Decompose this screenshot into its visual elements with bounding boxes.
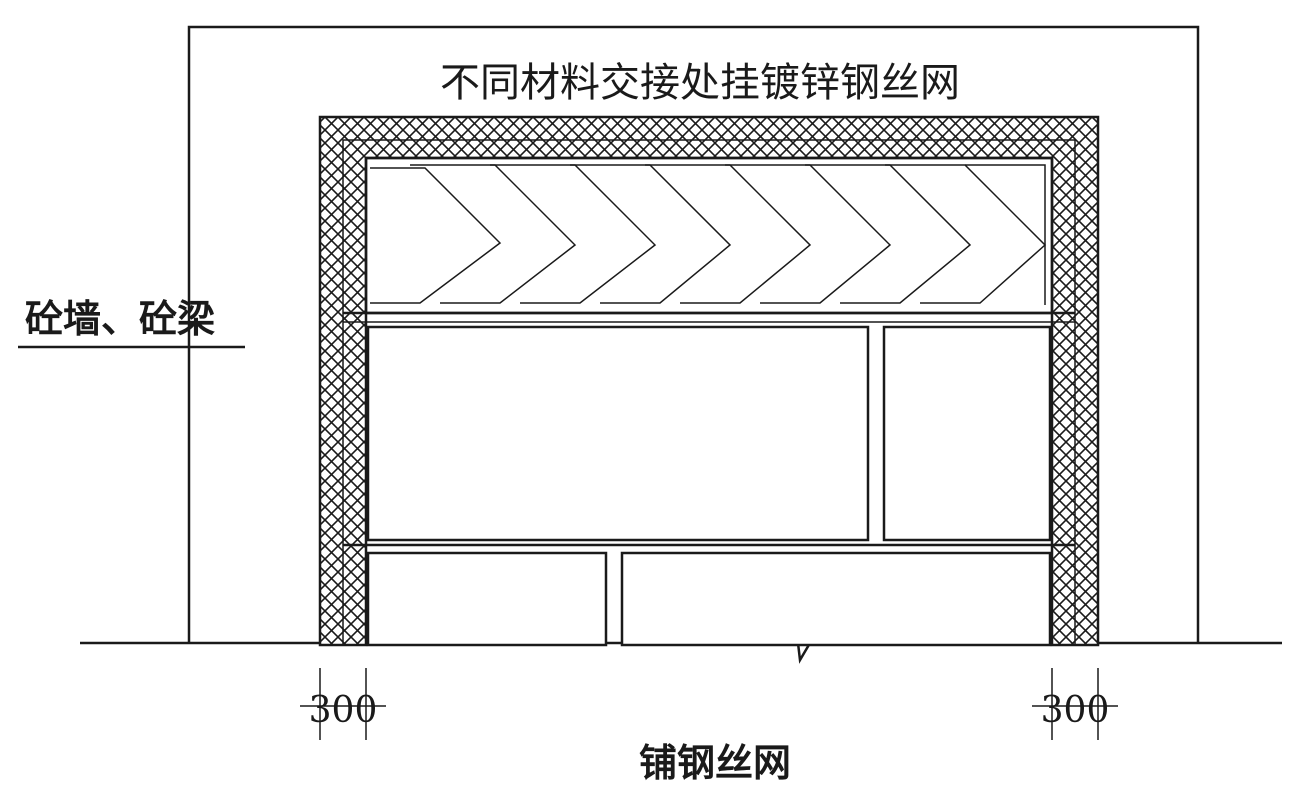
diagonal-brick-pattern: [370, 164, 1047, 305]
diagram-title: 不同材料交接处挂镀锌钢丝网: [440, 60, 960, 106]
side-label-concrete: 砼墙、砼梁: [25, 296, 215, 341]
diagonal-brick-zone: [364, 156, 1054, 315]
mesh-inner-line: [342, 139, 1076, 645]
dimension-left: 300: [300, 668, 386, 740]
block-bottom-left: [366, 551, 608, 647]
dimension-right: 300: [1032, 668, 1118, 740]
block-bottom-right: [620, 551, 1052, 647]
dimension-left-label: 300: [309, 690, 378, 731]
concrete-frame-outline: [187, 25, 1200, 643]
block-large-left: [366, 325, 870, 542]
dimension-right-label: 300: [1041, 690, 1110, 731]
bottom-label-mesh: 铺钢丝网: [639, 740, 791, 785]
block-large-right: [882, 325, 1052, 542]
